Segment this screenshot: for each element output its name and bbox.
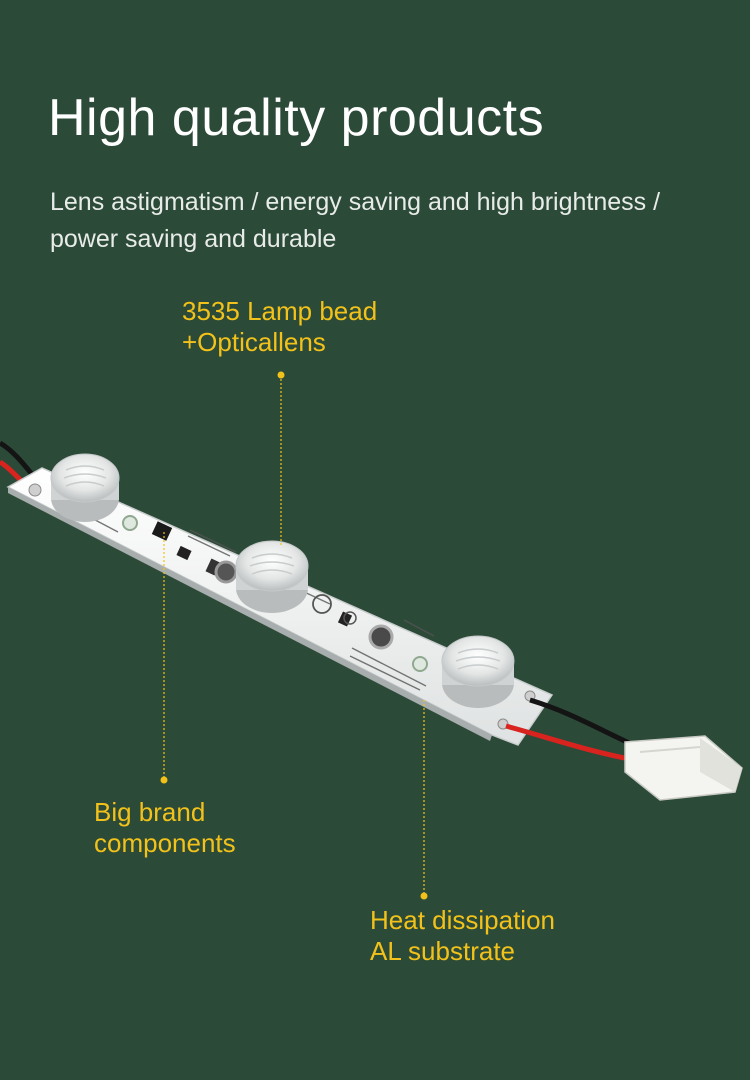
lens-1 [50,453,120,522]
page-subtitle: Lens astigmatism / energy saving and hig… [50,184,730,258]
callout-heat-line2: AL substrate [370,936,516,966]
subtitle-line-1: Lens astigmatism / energy saving and hig… [50,188,661,216]
callout-lamp-bead: 3535 Lamp bead +Opticallens [182,296,377,358]
page-title: High quality products [48,89,545,147]
callout-leaders [160,371,428,900]
callout-brand-line1: Big brand [94,797,206,827]
callout-lamp-bead-line1: 3535 Lamp bead [182,296,378,326]
wire-connector [624,735,743,801]
callout-heat-dissipation: Heat dissipation AL substrate [370,905,555,967]
callout-lamp-bead-line2: +Opticallens [182,327,326,357]
lens-3 [441,635,515,708]
lens-2 [235,540,309,613]
callout-heat-line1: Heat dissipation [370,905,555,935]
callout-brand-line2: components [94,828,236,858]
subtitle-line-2: power saving and durable [50,225,337,253]
callout-brand-components: Big brand components [94,797,236,859]
